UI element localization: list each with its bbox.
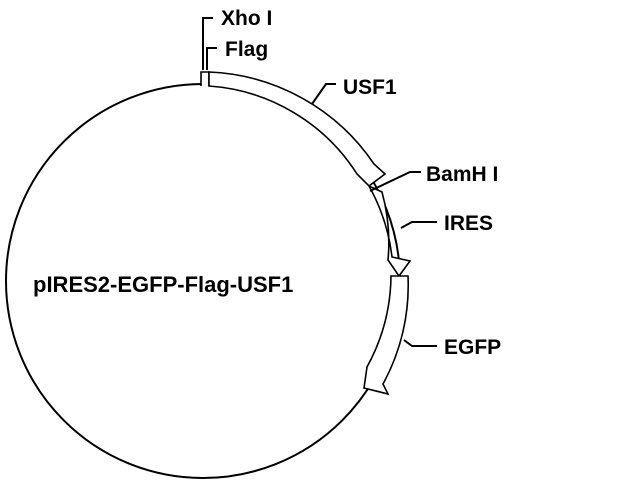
usf1-feature-arrow <box>208 71 387 188</box>
flag-leader <box>206 47 217 70</box>
usf1-label: USF1 <box>343 76 397 99</box>
xho-site-label: Xho I <box>221 7 272 30</box>
egfp-label: EGFP <box>444 336 501 359</box>
usf1-leader <box>311 83 336 105</box>
flag-tag-box <box>200 71 210 86</box>
bamh-site-leader <box>369 171 421 192</box>
plasmid-name: pIRES2-EGFP-Flag-USF1 <box>33 272 293 297</box>
flag-label: Flag <box>225 38 268 61</box>
egfp-leader <box>403 339 437 347</box>
ires-leader <box>400 221 437 229</box>
xho-site-leader <box>202 17 213 70</box>
egfp-feature-arrow <box>363 275 410 396</box>
bamh-site-label: BamH I <box>426 163 498 186</box>
ires-feature-arrow <box>367 184 412 278</box>
ires-label: IRES <box>444 212 493 235</box>
